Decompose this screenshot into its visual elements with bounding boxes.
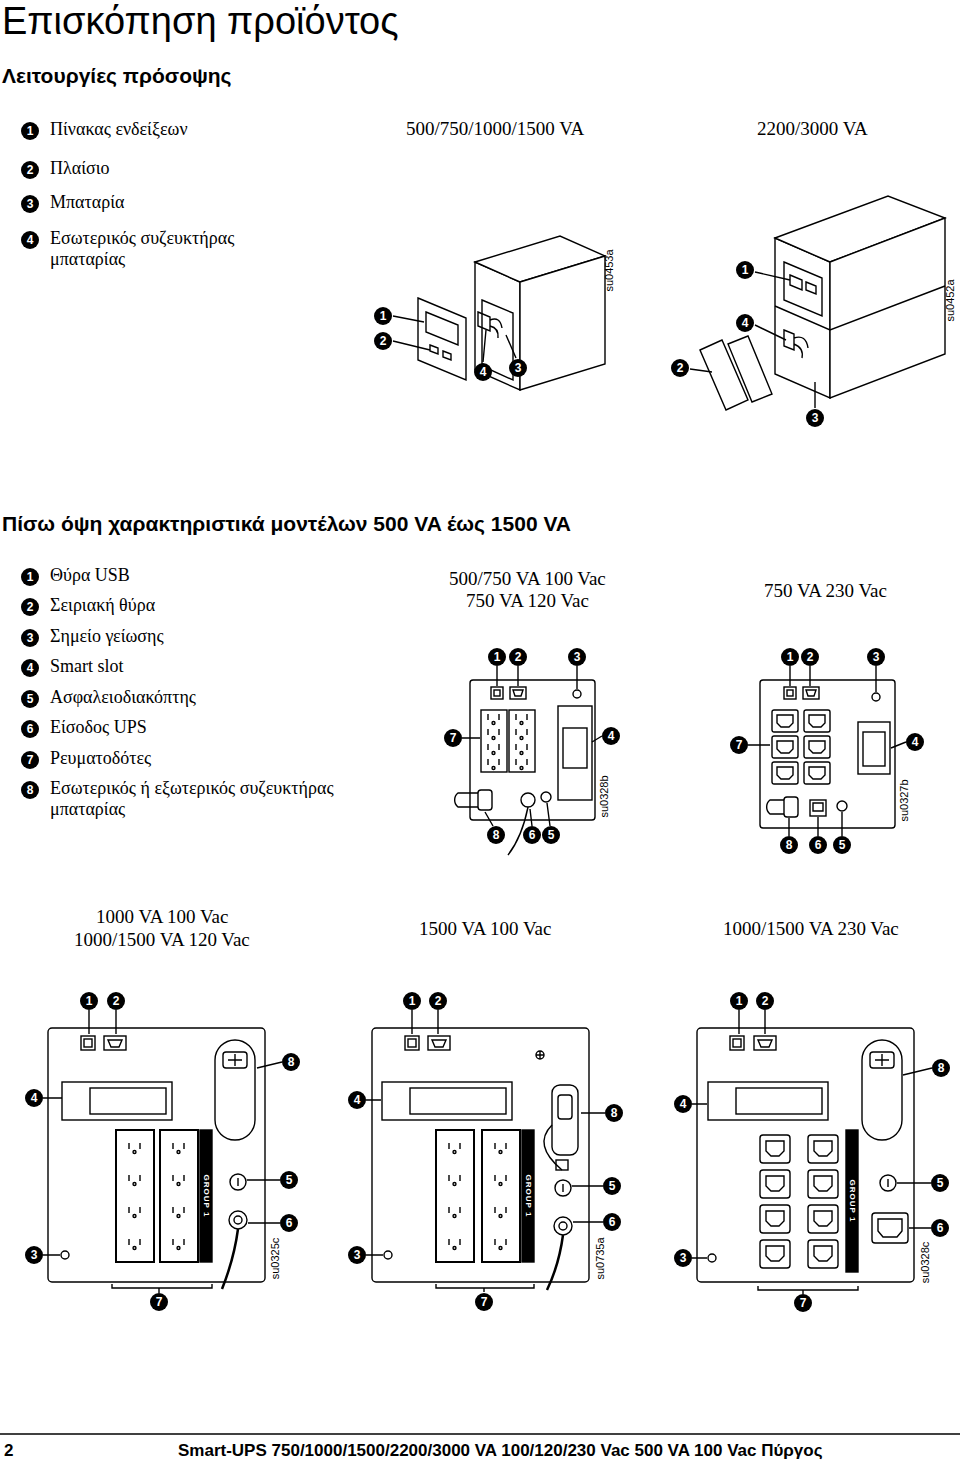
callout-number: 8 <box>282 1053 300 1071</box>
callout-number: 1 <box>21 568 39 586</box>
group-label: GROUP 1 <box>524 1175 532 1218</box>
callout-number: 2 <box>107 992 125 1010</box>
callout-number: 2 <box>21 161 39 179</box>
callout-number: 6 <box>603 1213 621 1231</box>
callout-number: 3 <box>674 1249 692 1267</box>
model-label: 750 VA 120 Vac <box>466 590 589 612</box>
text-label: Ρευματοδότες <box>50 748 151 769</box>
text-label: Πλαίσιο <box>50 158 110 179</box>
figure-code: su0327b <box>899 779 910 821</box>
callout-number: 8 <box>932 1059 950 1077</box>
callout-number: 2 <box>21 598 39 616</box>
model-label: 750 VA 230 Vac <box>764 580 887 602</box>
text-label: Smart-UPS 750/1000/1500/2200/3000 VA 100… <box>178 1441 823 1461</box>
callout-number: 1 <box>781 648 799 666</box>
callout-number: 4 <box>25 1089 43 1107</box>
text-label: Smart slot <box>50 656 124 677</box>
page-title: Επισκόπηση προϊόντος <box>2 0 399 44</box>
callout-number: 5 <box>603 1177 621 1195</box>
model-label: 1000/1500 VA 230 Vac <box>723 918 899 940</box>
callout-number: 1 <box>80 992 98 1010</box>
text-label: Λειτουργίες πρόσοψης <box>2 64 232 88</box>
callout-number: 2 <box>756 992 774 1010</box>
model-label: 500/750 VA 100 Vac <box>449 568 606 590</box>
callout-number: 1 <box>403 992 421 1010</box>
callout-number: 1 <box>488 648 506 666</box>
callout-number: 3 <box>509 359 527 377</box>
callout-number: 8 <box>605 1104 623 1122</box>
callout-number: 3 <box>806 409 824 427</box>
text-label: Εσωτερικός συζευκτήρας μπαταρίας <box>50 228 280 269</box>
callout-number: 5 <box>833 836 851 854</box>
group-label: GROUP 1 <box>848 1180 856 1223</box>
callout-number: 6 <box>931 1219 949 1237</box>
callout-number: 6 <box>21 720 39 738</box>
callout-number: 3 <box>568 648 586 666</box>
callout-number: 6 <box>523 826 541 844</box>
callout-number: 5 <box>280 1171 298 1189</box>
text-label: Πίνακας ενδείξεων <box>50 119 188 140</box>
figure-code: su0453a <box>604 249 615 291</box>
callout-number: 5 <box>542 826 560 844</box>
callout-number: 8 <box>780 836 798 854</box>
callout-number: 4 <box>474 363 492 381</box>
callout-number: 1 <box>730 992 748 1010</box>
text-label: 2 <box>4 1441 13 1461</box>
callout-number: 3 <box>25 1246 43 1264</box>
callout-number: 4 <box>736 314 754 332</box>
figure-code: su0452a <box>945 279 956 321</box>
text-label: Μπαταρία <box>50 192 124 213</box>
figure-code: su0328c <box>920 1242 931 1284</box>
text-label: Είσοδος UPS <box>50 717 147 738</box>
text-label: Θύρα USB <box>50 565 130 586</box>
callout-number: 5 <box>21 690 39 708</box>
figure-code: su0735a <box>595 1237 606 1279</box>
callout-number: 6 <box>809 836 827 854</box>
callout-number: 3 <box>348 1246 366 1264</box>
callout-number: 1 <box>21 122 39 140</box>
callout-number: 7 <box>21 751 39 769</box>
callout-number: 1 <box>736 261 754 279</box>
callout-number: 2 <box>429 992 447 1010</box>
callout-number: 4 <box>21 231 39 249</box>
callout-number: 4 <box>21 659 39 677</box>
callout-number: 2 <box>801 648 819 666</box>
model-label: 1000/1500 VA 120 Vac <box>74 929 250 951</box>
model-label: 2200/3000 VA <box>757 118 868 140</box>
text-label: Πίσω όψη χαρακτηριστικά μοντέλων 500 VA … <box>2 512 571 536</box>
callout-number: 4 <box>348 1091 366 1109</box>
callout-number: 1 <box>374 307 392 325</box>
callout-number: 7 <box>475 1293 493 1311</box>
callout-number: 7 <box>150 1293 168 1311</box>
text-label: Σειριακή θύρα <box>50 595 155 616</box>
callout-number: 7 <box>730 736 748 754</box>
model-label: 500/750/1000/1500 VA <box>406 118 584 140</box>
text-label: Σημείο γείωσης <box>50 626 164 647</box>
figure-code: su0328b <box>599 775 610 817</box>
callout-number: 6 <box>280 1214 298 1232</box>
figure-code: su0325c <box>270 1238 281 1280</box>
text-label: Εσωτερικός ή εξωτερικός συζευκτήρας μπατ… <box>50 778 380 819</box>
group-label: GROUP 1 <box>202 1175 210 1218</box>
callout-number: 4 <box>602 727 620 745</box>
callout-number: 7 <box>444 729 462 747</box>
callout-number: 3 <box>21 629 39 647</box>
callout-number: 3 <box>21 195 39 213</box>
callout-number: 2 <box>671 359 689 377</box>
callout-number: 2 <box>509 648 527 666</box>
callout-number: 5 <box>931 1174 949 1192</box>
callout-number: 7 <box>794 1294 812 1312</box>
callout-number: 8 <box>487 826 505 844</box>
callout-number: 8 <box>21 781 39 799</box>
callout-number: 3 <box>867 648 885 666</box>
model-label: 1000 VA 100 Vac <box>96 906 229 928</box>
callout-number: 4 <box>674 1095 692 1113</box>
text-label: Ασφαλειοδιακόπτης <box>50 687 196 708</box>
callout-number: 4 <box>906 733 924 751</box>
callout-number: 2 <box>374 332 392 350</box>
model-label: 1500 VA 100 Vac <box>419 918 552 940</box>
